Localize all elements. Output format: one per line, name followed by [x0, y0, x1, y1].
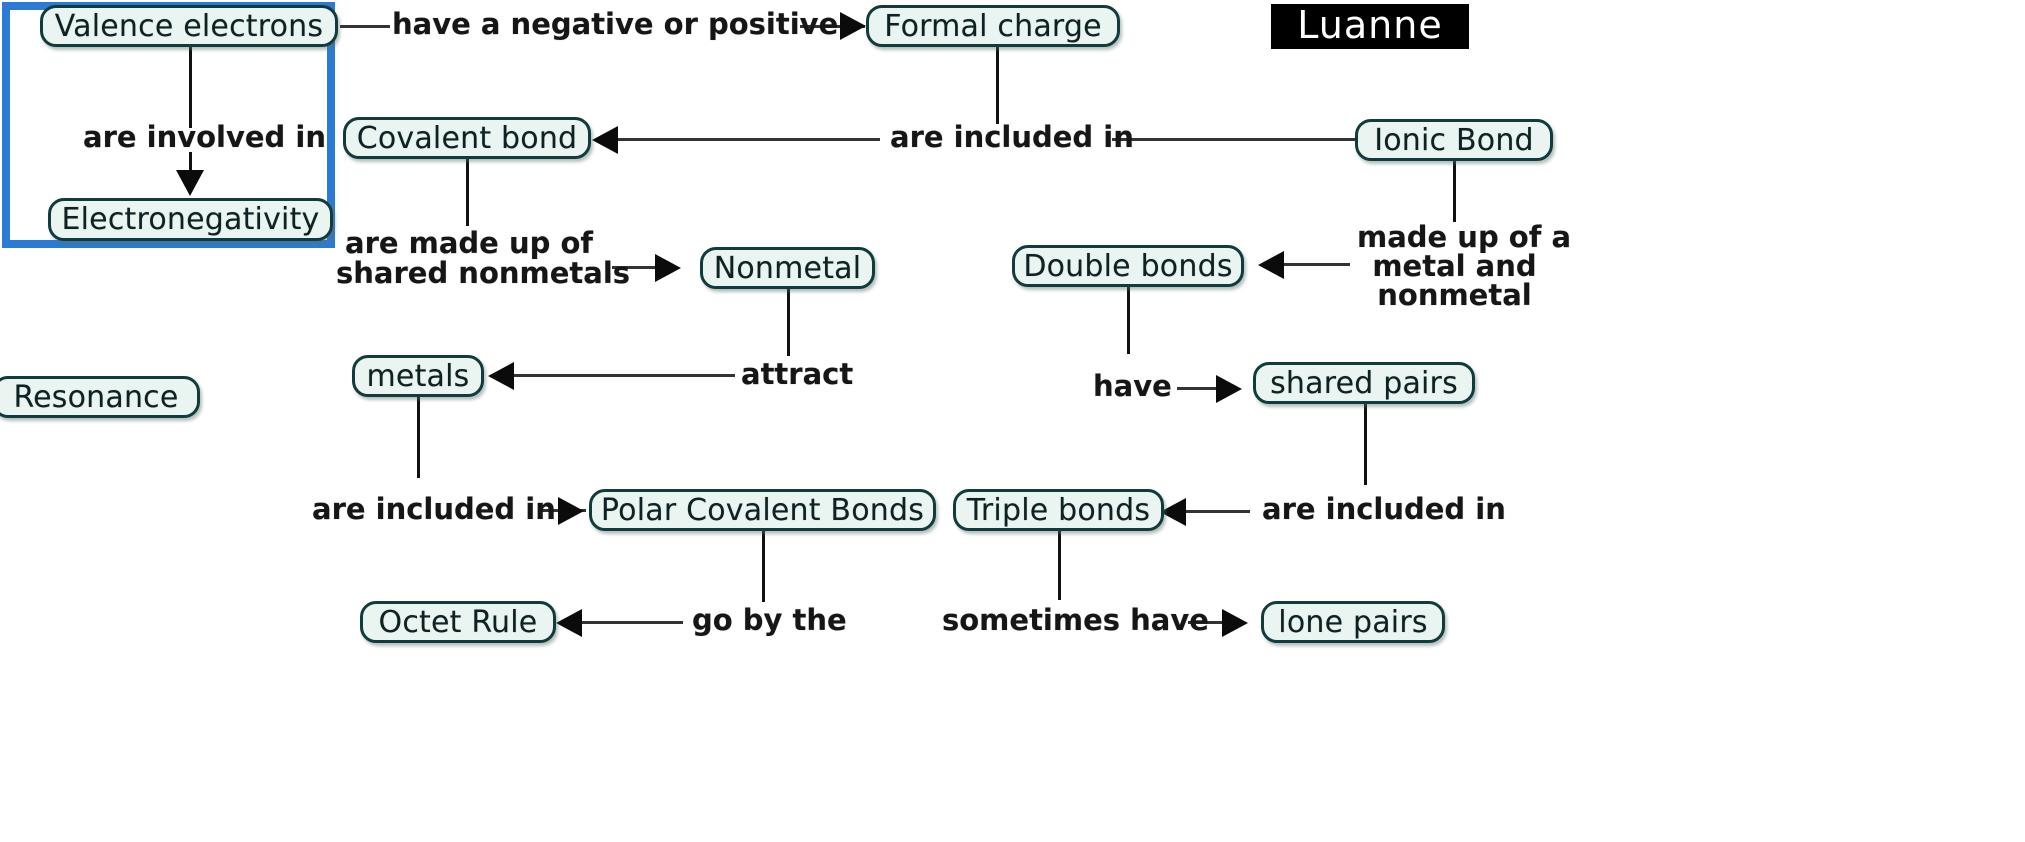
connector-valence-down: [189, 40, 192, 128]
connector-label-to-formal-charge: [800, 25, 865, 28]
link-label-sometimes-have: sometimes have: [942, 603, 1209, 637]
node-double-bonds[interactable]: Double bonds: [1012, 245, 1244, 287]
link-label-made-up-of-a: made up of a: [1357, 220, 1572, 254]
arrowhead-to-polar-covalent: [558, 497, 584, 525]
link-label-are-included-in-right: are included in: [1262, 492, 1506, 526]
arrowhead-to-metals: [488, 362, 514, 390]
connector-covalent-down: [466, 158, 469, 226]
arrowhead-to-shared-pairs: [1216, 375, 1242, 403]
connector-nonmetal-down: [787, 288, 790, 356]
connector-valence-to-label: [340, 25, 390, 28]
link-label-have: have: [1093, 369, 1172, 403]
connector-triple-down: [1058, 530, 1061, 600]
connector-goby-to-octet: [578, 621, 683, 624]
connector-polar-down: [762, 530, 765, 602]
node-valence-electrons[interactable]: Valence electrons: [40, 5, 338, 47]
node-covalent-bond[interactable]: Covalent bond: [343, 117, 591, 159]
link-label-metal-and: metal and: [1372, 249, 1537, 283]
node-ionic-bond[interactable]: Ionic Bond: [1355, 119, 1553, 161]
connector-attract-to-metals: [510, 374, 735, 377]
connector-ionic-down: [1453, 160, 1456, 222]
connector-included-to-triple: [1175, 510, 1250, 513]
node-triple-bonds[interactable]: Triple bonds: [953, 489, 1164, 531]
link-label-go-by-the: go by the: [692, 603, 847, 637]
author-label: Luanne: [1271, 3, 1469, 49]
arrowhead-to-double-bonds: [1258, 251, 1284, 279]
node-octet-rule[interactable]: Octet Rule: [360, 601, 556, 643]
link-label-are-involved-in: are involved in: [83, 120, 327, 154]
node-lone-pairs[interactable]: lone pairs: [1261, 601, 1445, 643]
node-metals[interactable]: metals: [352, 355, 484, 397]
node-shared-pairs[interactable]: shared pairs: [1253, 362, 1475, 404]
link-label-have-a-negative-or-positive: have a negative or positive: [392, 7, 839, 41]
node-resonance[interactable]: Resonance: [0, 376, 200, 418]
arrowhead-to-covalent-bond: [592, 126, 618, 154]
connector-included-to-ionic: [1112, 138, 1527, 141]
node-nonmetal[interactable]: Nonmetal: [700, 247, 875, 289]
connector-shared-pairs-down: [1364, 403, 1367, 485]
arrowhead-to-lone-pairs: [1222, 609, 1248, 637]
arrowhead-to-triple-bonds: [1160, 498, 1186, 526]
connector-shared-to-nonmetal: [612, 266, 677, 269]
connector-metals-down: [417, 396, 420, 478]
arrowhead-to-formal-charge: [840, 12, 866, 40]
arrowhead-to-octet-rule: [556, 609, 582, 637]
connector-included-to-covalent: [615, 138, 880, 141]
link-label-nonmetal: nonmetal: [1377, 278, 1532, 312]
node-formal-charge[interactable]: Formal charge: [866, 5, 1120, 47]
connector-madeup-to-double-bonds: [1280, 263, 1350, 266]
link-label-attract: attract: [741, 357, 854, 391]
node-electronegativity[interactable]: Electronegativity: [48, 198, 333, 241]
connector-have-to-shared-pairs: [1177, 387, 1237, 390]
node-polar-covalent-bonds[interactable]: Polar Covalent Bonds: [589, 489, 936, 531]
link-label-shared-nonmetals: shared nonmetals: [336, 256, 631, 290]
link-label-are-included-in-top: are included in: [890, 120, 1134, 154]
link-label-are-included-in-left: are included in: [312, 492, 556, 526]
arrowhead-to-electronegativity: [176, 170, 204, 196]
connector-down-to-electronegativity: [189, 152, 192, 178]
arrowhead-to-nonmetal: [655, 254, 681, 282]
connector-sometimes-to-lone-pairs: [1188, 621, 1240, 624]
connector-double-bonds-down: [1127, 286, 1130, 354]
connector-formal-charge-down: [996, 47, 999, 124]
link-label-are-made-up-of: are made up of: [345, 226, 593, 260]
